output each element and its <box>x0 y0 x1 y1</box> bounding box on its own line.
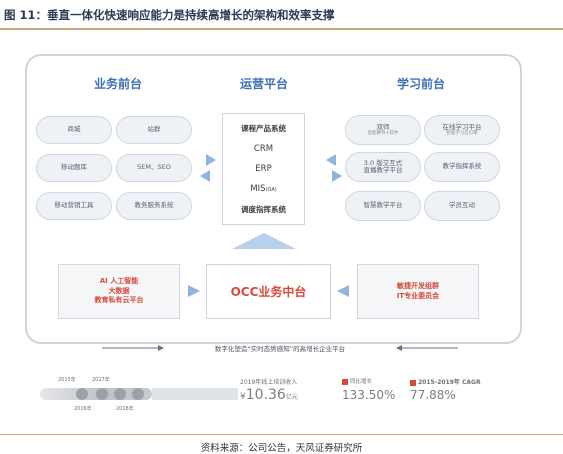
up-arrow-icon <box>232 233 296 249</box>
left-pill-sem-seo: SEM、SEO <box>116 154 192 182</box>
source-note: 资料来源：公司公告，天风证券研究所 <box>200 443 363 454</box>
year-2016: 2016年 <box>74 406 92 412</box>
cagr-label: 2015-2019年 CAGR <box>410 377 481 386</box>
red-square-icon <box>410 379 416 386</box>
right-pill-online-learning: 在线学习平台智能学习云引擎 <box>424 115 500 145</box>
left-pill-mobile-marketing: 移动营销工具 <box>36 192 112 220</box>
center-item-erp: ERP <box>255 164 272 174</box>
occ-middle-platform: OCC业务中台 <box>206 264 331 319</box>
red-square-icon <box>342 378 348 385</box>
diagram-frame <box>25 54 522 344</box>
center-item-dispatch: 调度指挥系统 <box>241 205 286 214</box>
left-column-title: 业务前台 <box>93 77 142 91</box>
right-column-title: 学习前台 <box>396 77 445 91</box>
revenue-label: 2019年线上培训收入 <box>240 379 298 386</box>
cagr-value: 77.88% <box>410 388 456 402</box>
center-item-mis: MIS(OA) <box>250 184 277 194</box>
ai-label: AI 人工智能 <box>99 277 139 286</box>
ai-bigdata-box: AI 人工智能 大数据 教育私有云平台 <box>58 264 180 319</box>
center-item-course-product: 课程产品系统 <box>241 124 286 133</box>
occ-right-arrow-icon <box>337 285 349 297</box>
arrow-left-icon <box>200 170 210 182</box>
year-2018: 2018年 <box>116 406 134 412</box>
yoy-label: 同比增长 <box>342 377 372 385</box>
year-2017: 2017年 <box>92 377 110 383</box>
center-column-title: 运营平台 <box>239 77 288 91</box>
agile-dev-label: 敏捷开发组群 <box>397 282 439 291</box>
center-right-arrows <box>326 154 342 182</box>
arrow-left-icon <box>326 154 336 166</box>
right-pill-student-interaction: 学员互动 <box>424 191 500 221</box>
occ-left-arrow-icon <box>188 285 200 297</box>
right-pill-teaching-command: 教学指挥系统 <box>424 152 500 182</box>
yoy-value: 133.50% <box>342 388 396 402</box>
arrow-right-icon <box>332 170 342 182</box>
source-divider <box>0 434 563 435</box>
right-pill-live-teaching: 3.0 版交互式直播教学平台 <box>345 152 421 182</box>
right-pill-smart-teaching: 智慧教学平台 <box>345 191 421 221</box>
operations-platform-box: 课程产品系统 CRM ERP MIS(OA) 调度指挥系统 <box>222 113 305 225</box>
tagline: 数字化塑造“实时态势感知”的高增长企业平台 <box>214 345 346 353</box>
left-pill-academic-services: 教务服务系统 <box>116 192 192 220</box>
it-committee-label: IT专业委员会 <box>396 291 440 300</box>
left-pill-site-group: 站群 <box>116 116 192 144</box>
year-2015: 2015年 <box>58 377 76 383</box>
arrow-right-icon <box>206 154 216 166</box>
timeline-bar <box>40 388 238 400</box>
figure-title: 图 11：垂直一体化快速响应能力是持续高增长的架构和效率支撑 <box>4 8 335 22</box>
private-cloud-label: 教育私有云平台 <box>94 296 144 305</box>
right-pill-dual-teacher: 双师智能硬件+软件 <box>345 115 421 145</box>
left-pill-mall: 商城 <box>36 116 112 144</box>
bigdata-label: 大数据 <box>108 286 130 295</box>
left-pill-mobile-question-bank: 移动题库 <box>36 154 112 182</box>
tagline-arrows <box>102 345 458 351</box>
center-item-crm: CRM <box>253 144 274 154</box>
title-divider <box>0 28 563 30</box>
revenue-value: ¥10.36亿元 <box>240 387 298 403</box>
left-center-arrows <box>200 154 216 182</box>
agile-dev-box: 敏捷开发组群 IT专业委员会 <box>357 264 479 319</box>
